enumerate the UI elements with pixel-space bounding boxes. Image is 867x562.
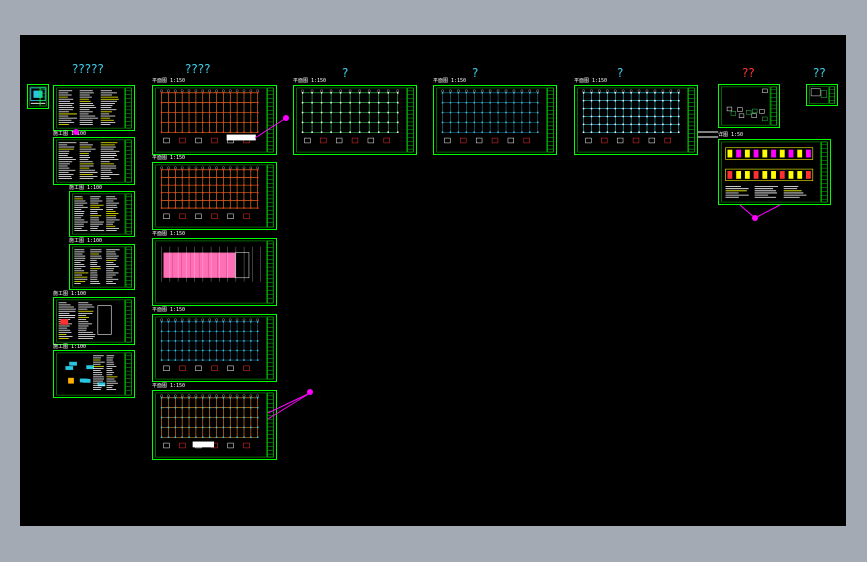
marker-dot — [73, 129, 79, 135]
sheet-caption: 施工图 1:100 — [53, 344, 87, 350]
plan-sheet-col5[interactable] — [574, 85, 698, 155]
plan-sheet-1[interactable] — [152, 85, 277, 155]
marker-dot — [752, 215, 758, 221]
sheet-caption: 施工图 1:100 — [69, 185, 103, 191]
notes-sheet-4[interactable] — [69, 244, 135, 290]
group-label-3: ? — [342, 66, 349, 80]
group-label-6: ?? — [742, 66, 755, 80]
plan-sheet-5[interactable] — [152, 390, 277, 460]
sheet-caption: 详图 1:50 — [718, 132, 744, 138]
notes-sheet-5[interactable] — [53, 297, 135, 345]
detail-sheet-2[interactable] — [718, 139, 831, 205]
group-label-7: ?? — [813, 66, 826, 80]
plan-sheet-col4[interactable] — [433, 85, 557, 155]
sheet-caption: 平面图 1:150 — [433, 78, 467, 84]
sheet-caption: 施工图 1:100 — [69, 238, 103, 244]
group-label-4: ? — [472, 66, 479, 80]
sheet-caption: 平面图 1:150 — [574, 78, 608, 84]
notes-sheet-3[interactable] — [69, 191, 135, 237]
sheet-caption: 平面图 1:150 — [152, 231, 186, 237]
plan-sheet-3[interactable] — [152, 238, 277, 306]
sheet-caption: 平面图 1:150 — [152, 155, 186, 161]
cover-sheet[interactable] — [27, 84, 49, 109]
cad-model-space[interactable]: ????? ???? ? ? ? ?? ?? 施工图 1:100 施工图 1:1… — [20, 35, 846, 526]
detail-sheet-1[interactable] — [718, 84, 780, 128]
sheet-caption: 施工图 1:100 — [53, 291, 87, 297]
notes-sheet-6[interactable] — [53, 350, 135, 398]
plan-sheet-col3[interactable] — [293, 85, 417, 155]
sheet-caption: 平面图 1:150 — [152, 307, 186, 313]
marker-dot — [307, 389, 313, 395]
plan-sheet-2[interactable] — [152, 162, 277, 230]
sheet-caption: 平面图 1:150 — [152, 383, 186, 389]
sheet-caption: 施工图 1:100 — [53, 131, 87, 137]
sheet-caption: 平面图 1:150 — [293, 78, 327, 84]
plan-sheet-4[interactable] — [152, 314, 277, 382]
notes-sheet-1[interactable] — [53, 85, 135, 131]
detail-sheet-3[interactable] — [806, 84, 838, 106]
group-label-5: ? — [617, 66, 624, 80]
notes-sheet-2[interactable] — [53, 137, 135, 185]
group-label-2: ???? — [185, 62, 211, 76]
sheet-caption: 平面图 1:150 — [152, 78, 186, 84]
marker-dot — [283, 115, 289, 121]
group-label-1: ????? — [72, 62, 104, 76]
